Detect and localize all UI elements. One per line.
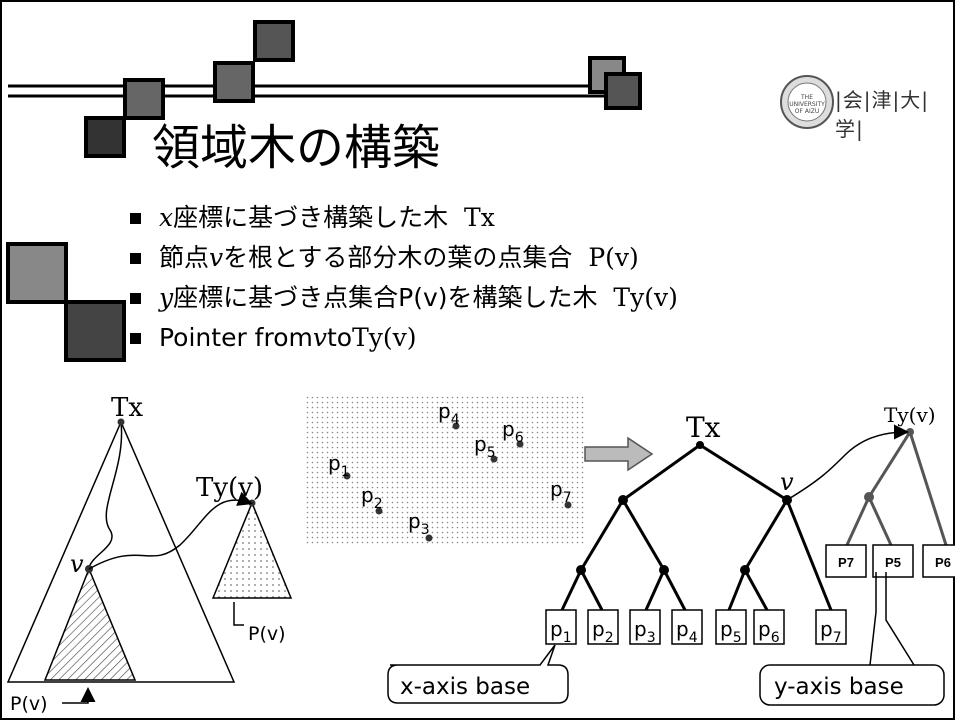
university-seal-inner [787, 82, 827, 122]
deco-square [6, 242, 68, 304]
points-panel-background [305, 395, 585, 545]
p-small-pointer [233, 602, 244, 626]
p-small-label: P(v) [248, 623, 286, 645]
tx-tree-edges [560, 443, 833, 611]
tx-root-node [117, 418, 125, 426]
p-bottom-pointer [62, 687, 96, 704]
x-leaf-box [715, 609, 747, 645]
x-axis-callout-text: x-axis base [400, 674, 530, 700]
point-marker [490, 455, 498, 463]
deco-square [84, 116, 126, 158]
tx-label-left: Tx [111, 393, 143, 423]
y-leaf-box [922, 544, 955, 578]
ty-root-node-right [906, 428, 914, 436]
y-axis-callout-leader [869, 572, 877, 666]
pointer-v-to-ty [88, 491, 253, 570]
ty-label-left: Ty(v) [196, 473, 263, 503]
point-marker [452, 422, 460, 430]
transform-arrow-icon [584, 436, 654, 472]
svg-text:UNIVERSITY: UNIVERSITY [789, 101, 825, 108]
y-axis-callout-text: y-axis base [774, 674, 904, 700]
x-leaf-label: p4 [676, 617, 698, 646]
ty-label-right: Ty(v) [884, 403, 936, 427]
ty-small-triangle [211, 501, 293, 599]
pointer-v-to-ty-right [786, 424, 909, 501]
bullet-item: Pointer from v to Ty(v) [130, 318, 678, 358]
ty-tree-edges [845, 431, 948, 546]
point-marker [516, 440, 524, 448]
bullet-square-icon [130, 332, 141, 344]
point-marker [375, 507, 383, 515]
point-label: p5 [474, 432, 496, 461]
deco-square [604, 72, 642, 110]
y-leaf-label: P5 [885, 555, 901, 570]
point-label: p2 [361, 483, 383, 512]
x-leaf-box [753, 609, 785, 645]
deco-square [213, 61, 255, 103]
x-leaf-label: p7 [820, 617, 842, 646]
bullet-square-icon [130, 292, 141, 304]
y-leaf-label: P6 [935, 555, 951, 570]
university-seal-text: THE [800, 94, 813, 101]
y-leaf-label: P7 [838, 555, 854, 570]
bullet-square-icon [130, 252, 141, 264]
x-leaf-label: p3 [634, 617, 656, 646]
tx-tree-nodes [576, 441, 792, 575]
x-leaf-box [671, 609, 703, 645]
deco-square [253, 20, 295, 62]
point-label: p7 [550, 477, 572, 506]
bullet-square-icon [130, 212, 141, 224]
v-label-right: v [780, 468, 794, 496]
point-label: p4 [438, 399, 460, 428]
v-label-left: v [70, 550, 84, 578]
x-leaf-label: p1 [550, 617, 572, 646]
university-logo-text: |会|津|大|学| [835, 88, 929, 141]
x-axis-callout-box [387, 644, 569, 704]
left-diagram: Tx Ty(v) v P(v) P(v) [6, 393, 293, 715]
ty-internal-node [864, 492, 874, 502]
p-bottom-label: P(v) [10, 693, 48, 715]
slide-title: 領域木の構築 [152, 120, 441, 176]
tx-big-triangle [6, 420, 236, 683]
x-leaf-label: p5 [720, 617, 742, 646]
x-leaf-box [815, 609, 847, 645]
deco-square [64, 300, 126, 362]
y-leaf-box [825, 544, 867, 578]
point-label: p6 [502, 417, 524, 446]
point-marker [564, 501, 572, 509]
x-leaf-box [587, 609, 619, 645]
x-leaf-label: p2 [592, 617, 614, 646]
point-label: p1 [328, 451, 350, 480]
y-leaf-box [872, 544, 914, 578]
point-label: p3 [408, 509, 430, 538]
point-marker [343, 472, 351, 480]
root-to-v-path [88, 421, 123, 570]
point-marker [425, 534, 433, 542]
subtree-hatched-triangle [43, 567, 137, 681]
x-leaf-box [629, 609, 661, 645]
svg-text:OF AIZU: OF AIZU [795, 108, 819, 115]
x-leaf-label: p6 [758, 617, 780, 646]
deco-square [123, 78, 165, 120]
y-axis-callout-box [759, 664, 945, 706]
tx-label-right: Tx [686, 411, 721, 444]
y-axis-callout-leader [885, 572, 915, 666]
x-leaf-box [545, 609, 577, 645]
